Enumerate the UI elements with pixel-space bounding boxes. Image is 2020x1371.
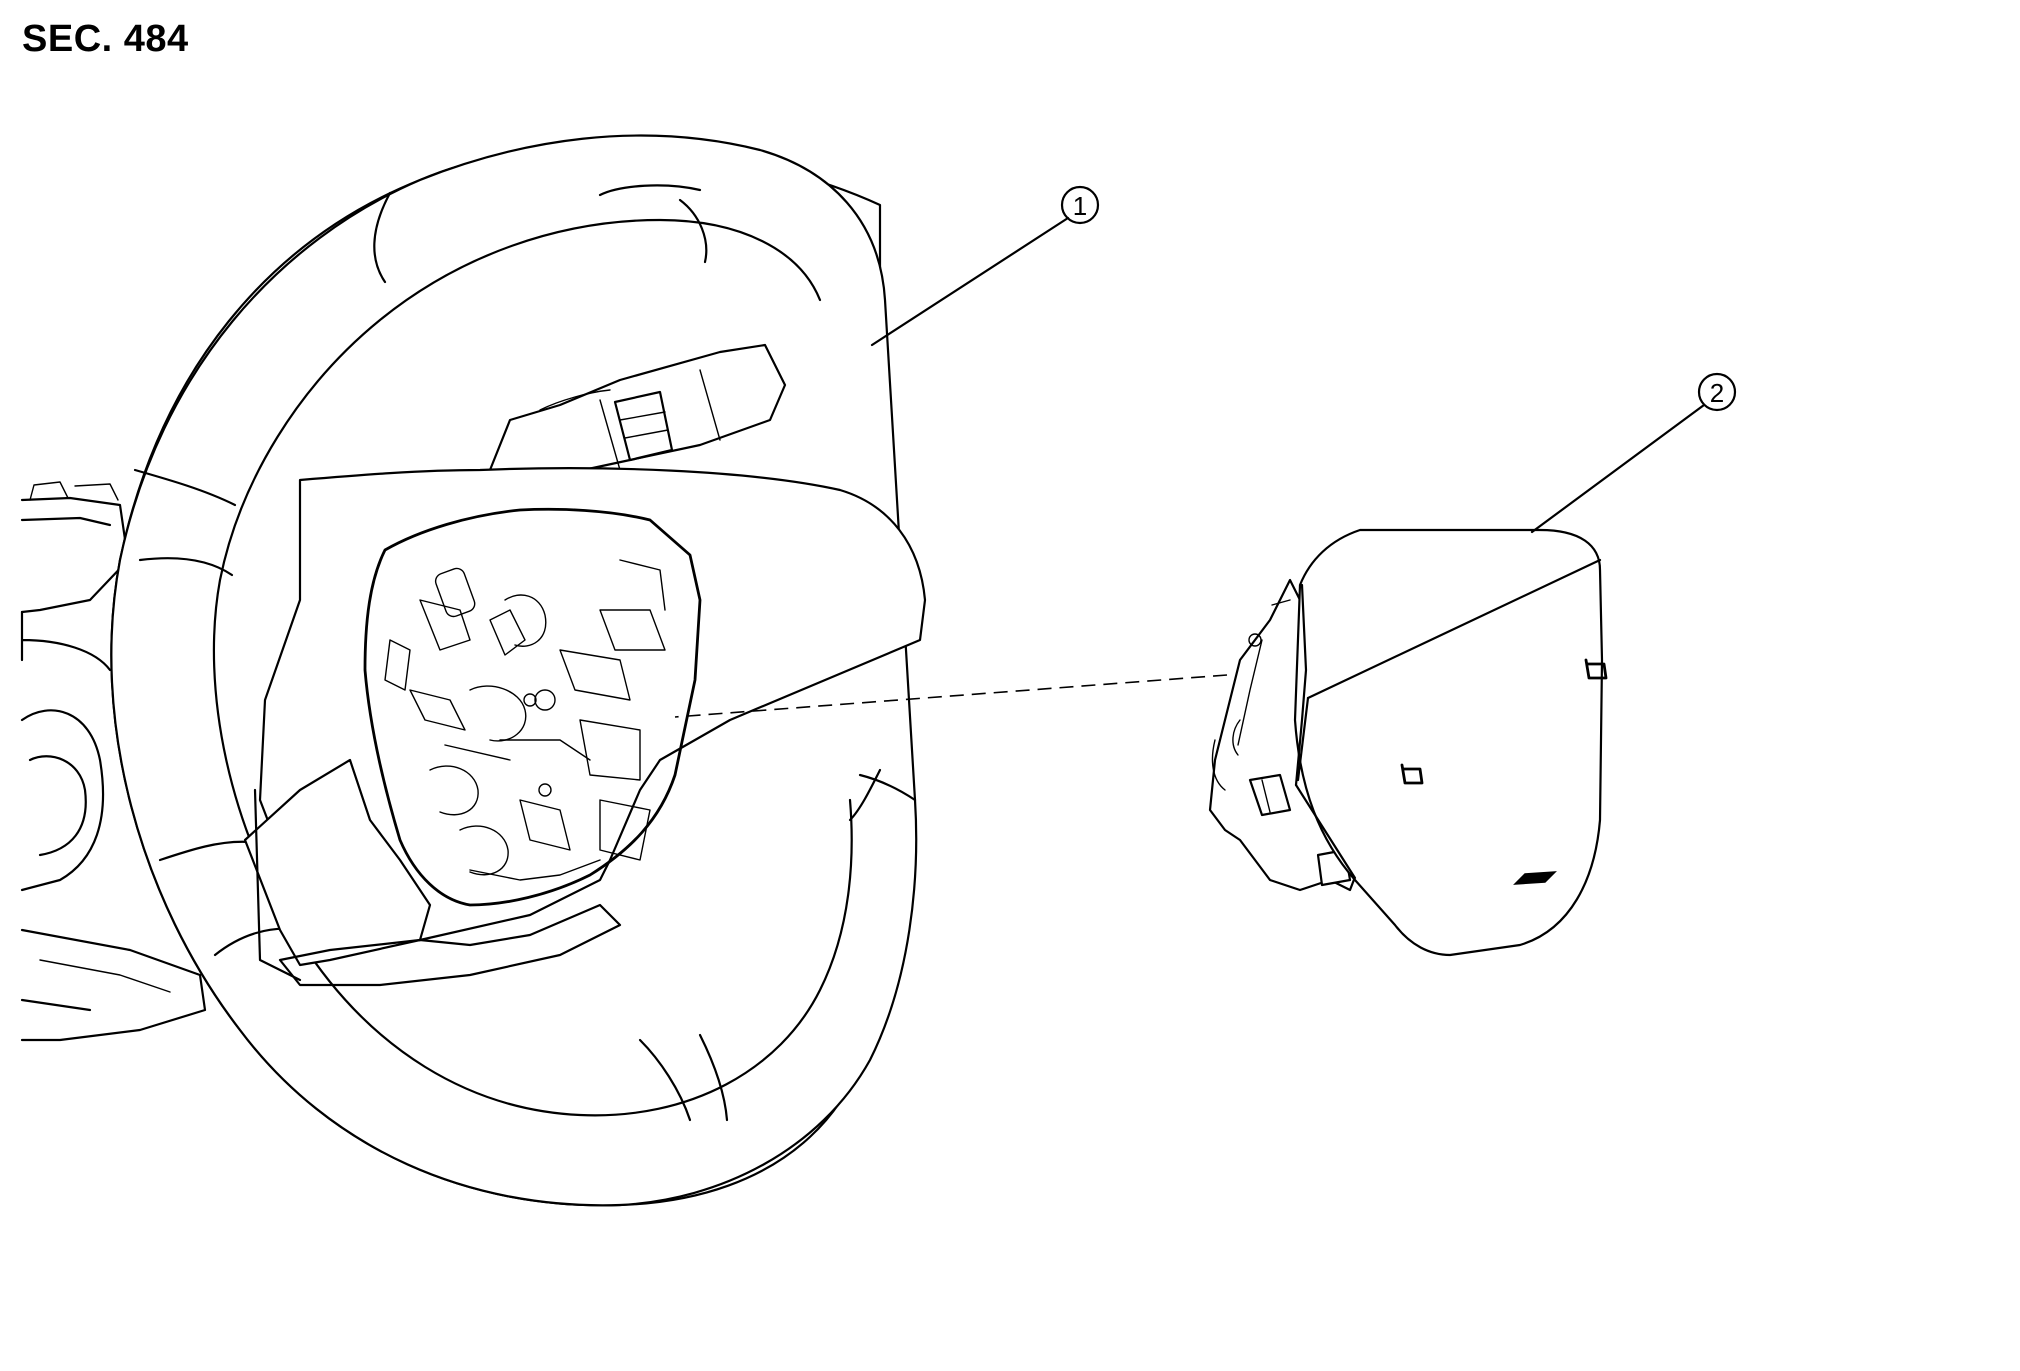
installation-alignment-line [674,674,1228,718]
brand-emblem-icon [1513,871,1557,885]
section-code: SEC. 484 [22,18,189,60]
callout-2: 2 [1530,372,1737,534]
driver-air-bag-module [1208,528,1608,957]
horn-icon [1400,763,1424,785]
steering-column [20,481,207,1042]
callout-2-number: 2 [1710,378,1724,408]
callout-1-number: 1 [1073,191,1087,221]
horn-icon [1584,658,1608,680]
callout-1: 1 [870,185,1100,347]
steering-wheel [110,134,927,1207]
hub-mechanism [384,559,666,881]
